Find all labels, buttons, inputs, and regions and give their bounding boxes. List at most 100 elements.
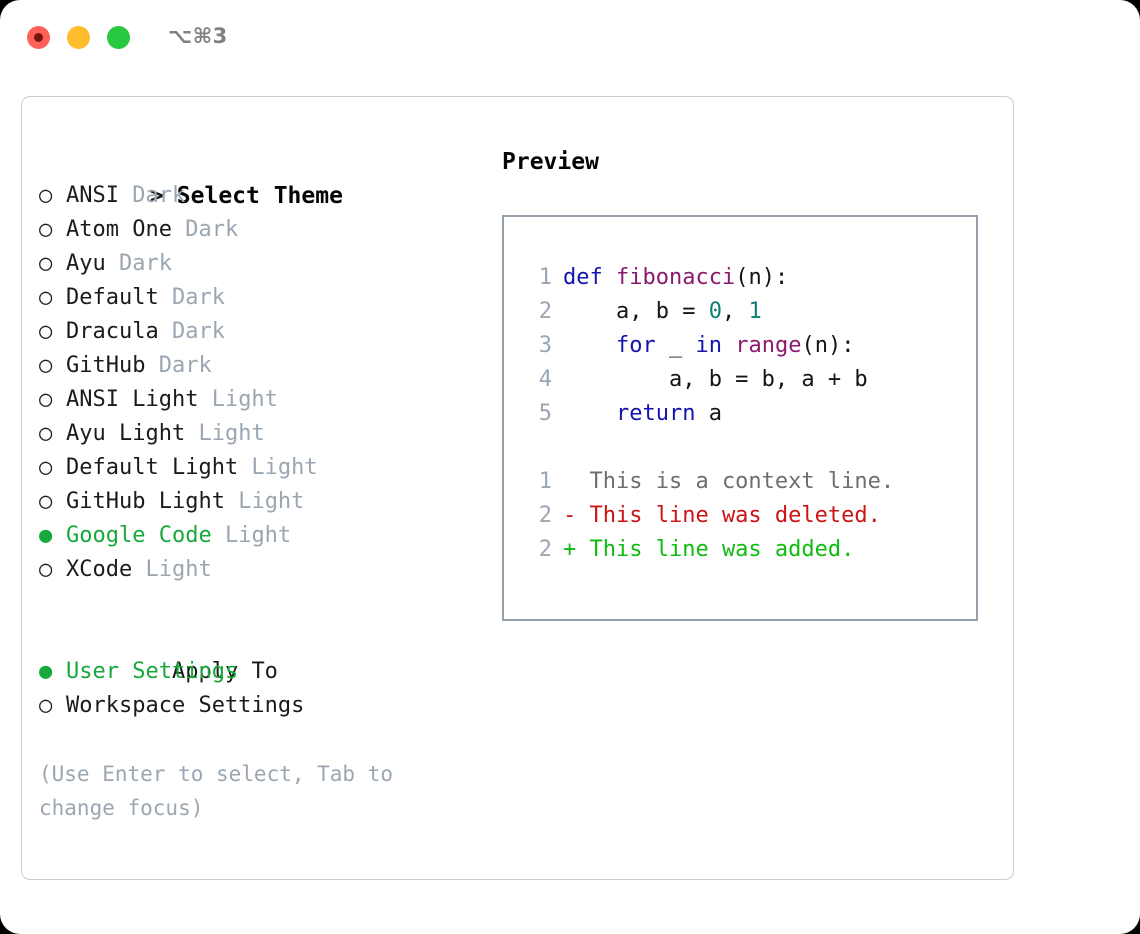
code-token: for (615, 333, 656, 358)
theme-option-label: Default Light (66, 455, 239, 480)
radio-selected-icon: ● (39, 523, 53, 548)
apply-to-list[interactable]: ●User Settings ○ Workspace Settings (39, 655, 479, 723)
theme-option-ansi-light[interactable]: ○ ANSI Light Light (39, 383, 479, 417)
code-line: 4 a, b = b, a + b (522, 363, 976, 397)
theme-variant-tag: Dark (158, 319, 225, 344)
close-button[interactable] (27, 26, 50, 49)
title-bar: ⌥⌘3 (0, 0, 1140, 76)
line-number: 2 (538, 299, 552, 324)
radio-unselected-icon: ○ (39, 217, 53, 242)
theme-option-label: GitHub Light (66, 489, 225, 514)
theme-option-github[interactable]: ○GitHub Dark (39, 349, 479, 383)
radio-unselected-icon: ○ (39, 353, 53, 378)
theme-variant-tag: Light (238, 455, 318, 480)
select-theme-heading-label: Select Theme (176, 183, 343, 209)
radio-unselected-icon: ○ (39, 489, 53, 514)
apply-to-option-workspace-settings[interactable]: ○ Workspace Settings (39, 689, 479, 723)
code-token: , (721, 299, 749, 324)
theme-option-ayu-light[interactable]: ○ Ayu Light Light (39, 417, 479, 451)
preview-heading: Preview (502, 149, 599, 175)
apply-to-option-label: Workspace Settings (66, 693, 305, 718)
code-token: return (615, 401, 696, 426)
code-token: def (563, 265, 616, 290)
radio-unselected-icon: ○ (39, 285, 53, 310)
line-number: 4 (538, 367, 552, 392)
code-line: 3 for _ in range(n): (522, 329, 976, 363)
line-number: 3 (538, 333, 552, 358)
radio-selected-icon: ● (39, 659, 53, 684)
radio-unselected-icon: ○ (39, 421, 53, 446)
code-token: range (735, 333, 802, 358)
code-token: 0 (708, 299, 722, 324)
theme-option-github-light[interactable]: ○GitHub Light Light (39, 485, 479, 519)
radio-unselected-icon: ○ (39, 693, 53, 718)
theme-option-label: Ayu (66, 251, 106, 276)
diff-text: This is a context line. (563, 469, 895, 494)
theme-option-xcode[interactable]: ○ XCode Light (39, 553, 479, 587)
diff-sample: 1 This is a context line. 2 - This line wa… (522, 465, 976, 567)
theme-option-label: Default (66, 285, 159, 310)
line-number: 2 (538, 503, 552, 528)
theme-variant-tag: Light (198, 387, 278, 412)
diff-text: + This line was added. (563, 537, 855, 562)
code-token: _ (655, 333, 696, 358)
theme-variant-tag: Light (211, 523, 292, 548)
code-token: a (695, 401, 722, 426)
theme-option-label: Dracula (66, 319, 159, 344)
theme-variant-tag: Dark (118, 183, 186, 208)
apply-to-heading-label: Apply To (171, 659, 278, 684)
theme-option-label: Atom One (66, 217, 172, 242)
code-token: (n): (735, 265, 789, 290)
diff-line: 2 + This line was added. (522, 533, 976, 567)
theme-list[interactable]: ○ANSI Dark○Atom One Dark○Ayu Dark○Defaul… (39, 179, 479, 587)
radio-unselected-icon: ○ (39, 557, 53, 582)
apply-to-option-user-settings[interactable]: ●User Settings (39, 655, 479, 689)
keyboard-shortcut-label: ⌥⌘3 (168, 24, 228, 48)
theme-variant-tag: Dark (145, 353, 212, 378)
line-number: 1 (538, 469, 552, 494)
theme-variant-tag: Dark (171, 217, 239, 242)
theme-option-atom-one[interactable]: ○ Atom One Dark (39, 213, 479, 247)
theme-option-label: XCode (66, 557, 133, 582)
theme-option-dracula[interactable]: ○ Dracula Dark (39, 315, 479, 349)
code-token: 1 (748, 299, 762, 324)
radio-unselected-icon: ○ (39, 251, 53, 276)
line-number: 2 (538, 537, 552, 562)
diff-text: - This line was deleted. (563, 503, 881, 528)
theme-option-google-code[interactable]: ● Google Code Light (39, 519, 479, 553)
radio-unselected-icon: ○ (39, 183, 53, 208)
radio-unselected-icon: ○ (39, 455, 53, 480)
theme-option-default-light[interactable]: ○ Default Light Light (39, 451, 479, 485)
theme-variant-tag: Light (185, 421, 265, 446)
theme-picker-column: >Select Theme ○ANSI Dark○Atom One Dark○A… (39, 145, 479, 723)
theme-option-label: Ayu Light (66, 421, 186, 446)
theme-option-label: Google Code (66, 523, 212, 548)
traffic-light-buttons (27, 26, 130, 49)
code-token (563, 333, 616, 358)
theme-option-ayu[interactable]: ○ Ayu Dark (39, 247, 479, 281)
main-panel: >Select Theme ○ANSI Dark○Atom One Dark○A… (21, 96, 1014, 880)
radio-unselected-icon: ○ (39, 319, 53, 344)
theme-option-label: ANSI Light (66, 387, 199, 412)
maximize-button[interactable] (107, 26, 130, 49)
code-token: in (695, 333, 722, 358)
code-token (563, 401, 616, 426)
code-diff-separator (522, 431, 976, 465)
keyboard-hint-text: (Use Enter to select, Tab to change focu… (39, 762, 406, 820)
radio-unselected-icon: ○ (39, 387, 53, 412)
theme-option-default[interactable]: ○Default Dark (39, 281, 479, 315)
theme-variant-tag: Light (132, 557, 212, 582)
cursor-marker: > (149, 183, 164, 209)
theme-option-ansi[interactable]: ○ANSI Dark (39, 179, 479, 213)
code-token: (n): (801, 333, 855, 358)
code-token: fibonacci (615, 265, 736, 290)
theme-variant-tag: Dark (105, 251, 172, 276)
minimize-button[interactable] (67, 26, 90, 49)
code-token: a, b = b, a + b (563, 367, 868, 392)
line-number: 5 (538, 401, 552, 426)
